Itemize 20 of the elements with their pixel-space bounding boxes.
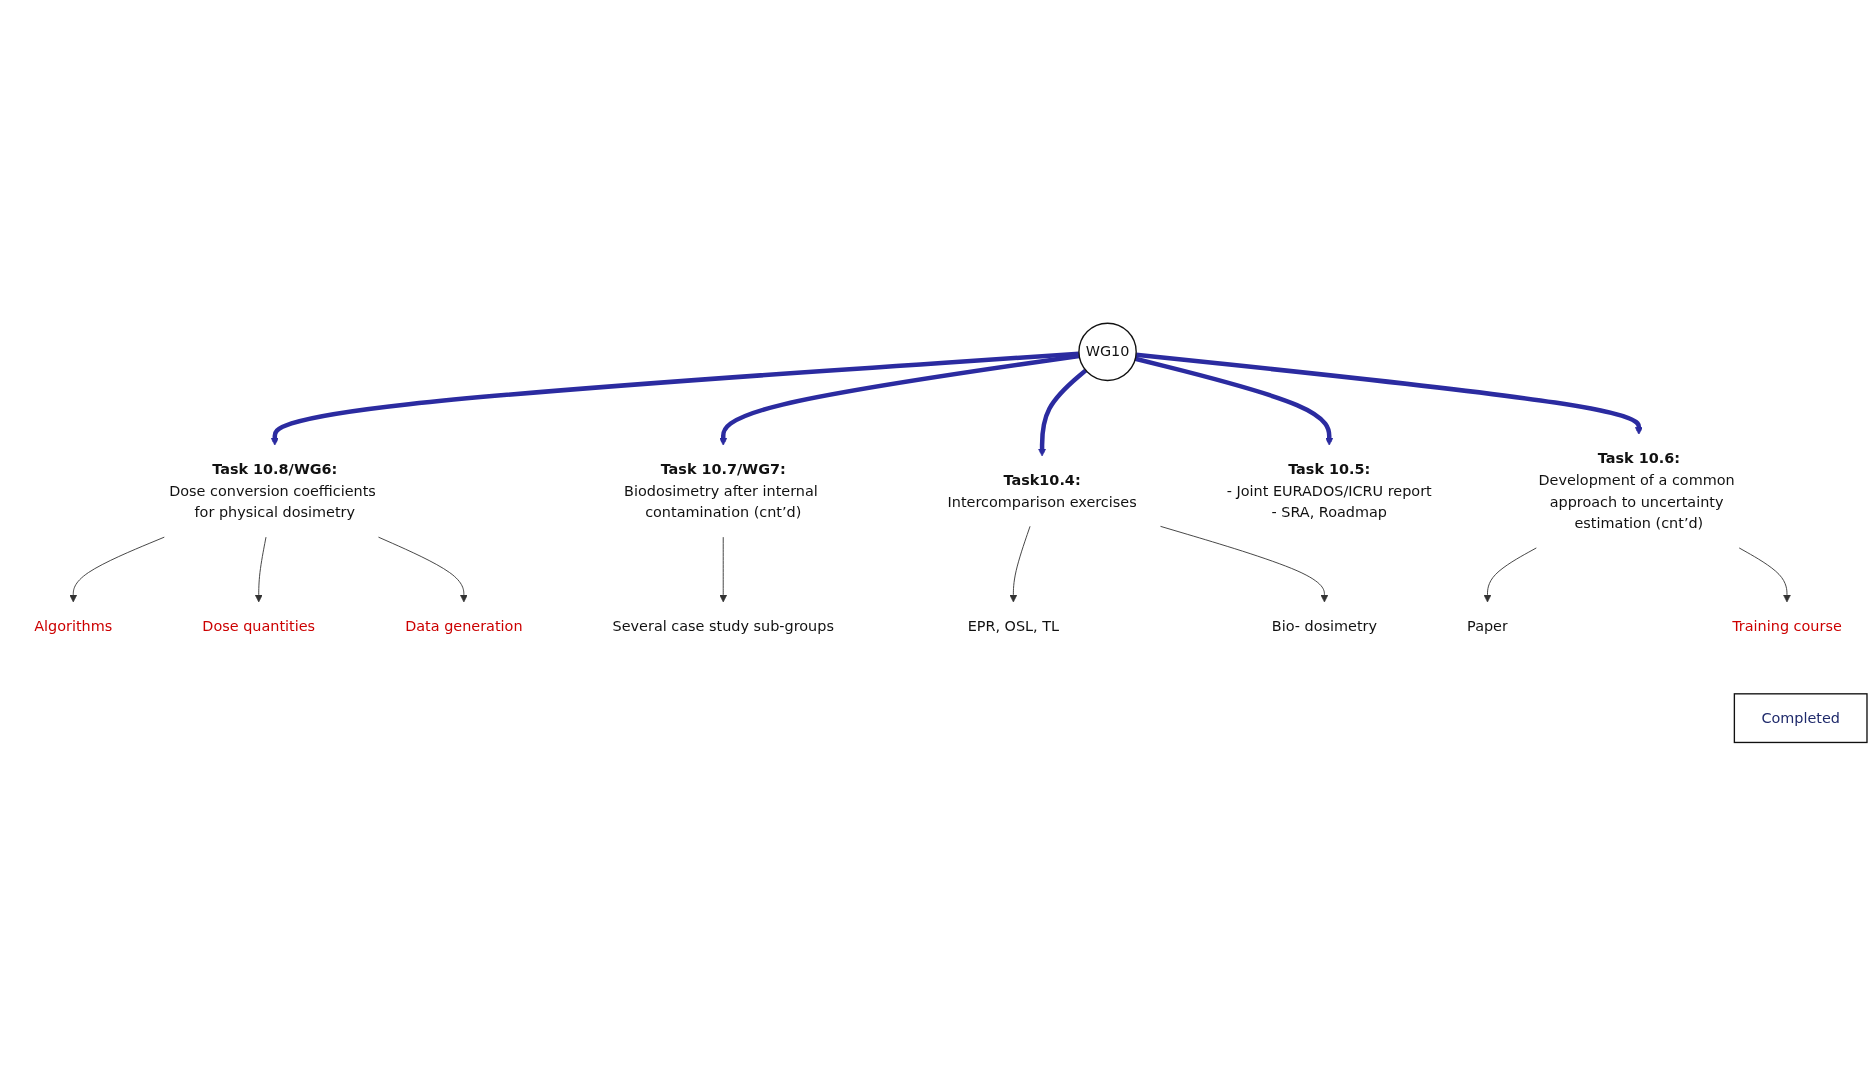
node-text: EPR, OSL, TL xyxy=(967,617,1060,635)
node-text: Task 10.7/WG7: Biodosimetry after internal contamination (cnt’d) xyxy=(624,460,818,522)
arrow xyxy=(1038,368,1088,457)
node-text: Several case study sub-groups xyxy=(612,617,834,635)
node-text: Task10.4: Intercomparison exercises xyxy=(947,471,1137,511)
node-box: Completed xyxy=(1733,693,1868,744)
arrow xyxy=(1134,356,1334,446)
node-text: Algorithms xyxy=(34,617,113,635)
node-text: Task 10.5: - Joint EURADOS/ICRU report - SRA, Roadmap xyxy=(1226,460,1432,522)
node-text: Dose quantities xyxy=(202,617,316,635)
node-text: Paper xyxy=(1467,617,1508,635)
node-circle: WG10 xyxy=(1078,322,1137,382)
node-text: Bio- dosimetry xyxy=(1271,617,1378,635)
arrow xyxy=(270,351,1080,446)
node-text: Training course xyxy=(1732,617,1842,635)
node-text: Task 10.8/WG6: Dose conversion coefficients for physical dosimetry xyxy=(169,460,376,522)
arrow xyxy=(1135,352,1643,436)
node-text: Task 10.6: Development of a common approach to uncertainty estimation (cnt’d) xyxy=(1538,450,1735,533)
arrow xyxy=(719,353,1080,446)
node-text: Data generation xyxy=(405,617,523,635)
